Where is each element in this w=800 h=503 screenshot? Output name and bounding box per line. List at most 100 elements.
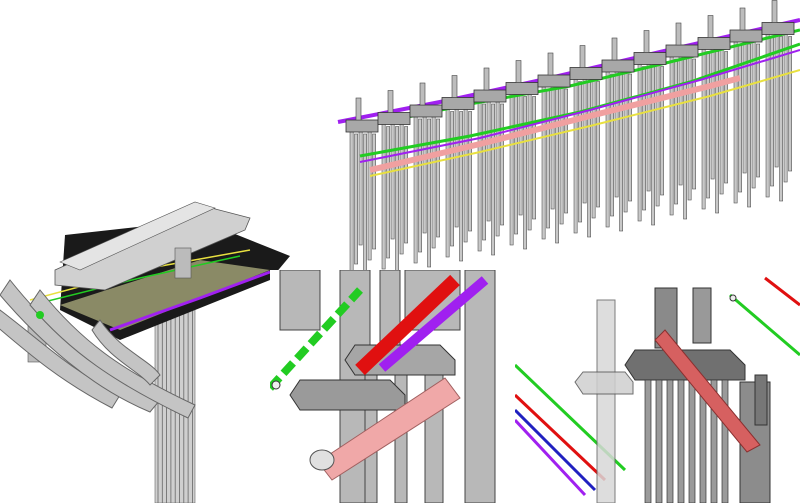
pier-post [579, 45, 586, 68]
pile [436, 118, 441, 238]
pile [495, 99, 500, 237]
pile-cap [729, 29, 763, 43]
magenta-pipe [359, 49, 800, 163]
pile [468, 111, 473, 232]
pile [459, 111, 464, 262]
girder-top [59, 201, 216, 271]
pier-post [355, 97, 362, 121]
closeup-salmon-pipe [317, 377, 461, 481]
olive-deck [60, 260, 270, 330]
cap-closeup-drawing [515, 276, 800, 503]
rebar-piles [644, 379, 729, 503]
pile [427, 118, 432, 268]
pile [678, 54, 683, 186]
pier-post [771, 0, 778, 23]
pile [687, 54, 692, 201]
pier-post [419, 82, 426, 106]
pile [710, 47, 715, 180]
deck-purple-edge [109, 270, 271, 332]
pile [404, 126, 409, 244]
pile [655, 62, 660, 207]
cap-block-left [289, 379, 406, 411]
pile-cap [569, 67, 603, 80]
pile-cap [473, 89, 507, 103]
pile-array [349, 32, 793, 270]
pile [706, 51, 711, 199]
pile [724, 51, 729, 184]
pile [454, 107, 459, 228]
pile [395, 126, 400, 270]
pile [354, 133, 359, 265]
pile [742, 39, 747, 174]
pier-post [611, 37, 618, 61]
pile [450, 111, 455, 247]
closeup-red-pipe [355, 274, 460, 376]
pile [587, 81, 592, 238]
cap-salmon-pipe [654, 329, 761, 453]
pile [532, 96, 537, 220]
cap-closeup-panel [515, 270, 800, 503]
rebar-pile [710, 379, 718, 503]
pile [692, 58, 697, 190]
rebar-pile [721, 379, 729, 503]
deck-green-line [19, 255, 241, 309]
pile [546, 88, 551, 229]
pile [751, 39, 756, 189]
pile-cap [409, 104, 443, 118]
closeup-purple-pipe [378, 276, 489, 372]
pier-post [451, 75, 458, 98]
pile-cap [377, 112, 411, 125]
pile [642, 66, 647, 211]
rebar-pile [688, 379, 696, 503]
pier-post [739, 7, 746, 31]
pile [509, 92, 514, 246]
pile [674, 58, 679, 205]
yellow-pipe [369, 69, 800, 177]
pile-cap [537, 74, 571, 88]
pile [619, 73, 624, 232]
pier-post [515, 60, 522, 83]
pier-post [483, 67, 490, 91]
pile [756, 43, 761, 178]
salmon-pipe [369, 75, 741, 173]
pier-post [547, 52, 554, 76]
pile [500, 103, 505, 226]
pile [386, 126, 391, 259]
pile [390, 122, 395, 240]
pile [523, 96, 528, 250]
pile [614, 69, 619, 198]
rebar-pile [666, 379, 674, 503]
pier-post [675, 22, 682, 46]
pile [541, 84, 546, 240]
pile-cap [697, 37, 731, 50]
pier-column [174, 247, 192, 279]
pile [628, 73, 633, 202]
pile-cap [601, 59, 635, 73]
pile [486, 99, 491, 222]
pile-cap [665, 44, 699, 58]
pile [582, 77, 587, 204]
pile [701, 47, 706, 210]
rebar-pile [644, 379, 652, 503]
pile [623, 69, 628, 213]
pile [578, 81, 583, 223]
pile [559, 84, 564, 225]
deck-drawing [0, 201, 290, 503]
pile [445, 107, 450, 258]
pile [463, 107, 468, 243]
pile [358, 129, 363, 246]
pile [372, 133, 377, 250]
pile [765, 32, 770, 198]
pile [610, 73, 615, 217]
pile [527, 92, 532, 231]
pier-post [707, 15, 714, 38]
rebar-pile [655, 379, 663, 503]
pile [564, 88, 569, 214]
pile [367, 129, 372, 261]
closeup-green-pipe-end [271, 380, 281, 390]
pile-cap [441, 97, 475, 110]
pipelines [337, 18, 800, 177]
pier-post [643, 30, 650, 53]
pile [646, 62, 651, 192]
closeup-salmon-pipe-end [309, 449, 335, 471]
